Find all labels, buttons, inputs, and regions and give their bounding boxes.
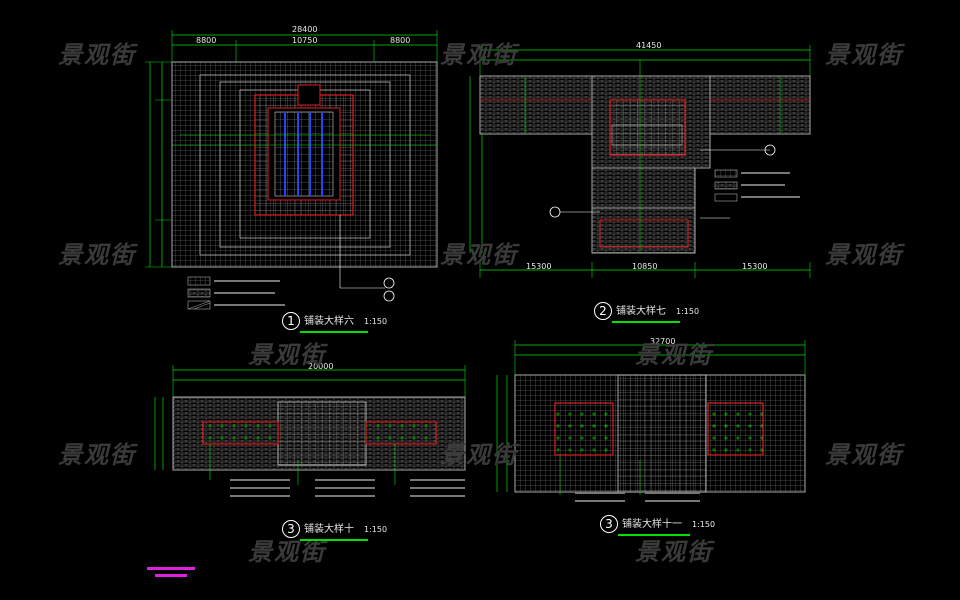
watermark: 景观街 (635, 341, 713, 369)
drawing-4-plan (496, 340, 806, 502)
title-underline (300, 331, 368, 333)
dim-label: 15300 (526, 262, 552, 271)
watermark: 景观街 (248, 341, 326, 369)
drawing-title-text: 铺装大样十一 (622, 519, 682, 530)
drawing-3-plan (154, 365, 466, 497)
title-underline (612, 321, 680, 323)
dim-label: 20000 (308, 362, 334, 371)
drawing-number-circle: 1 (282, 312, 300, 330)
drawing-title-2: 2 铺装大样七 1:150 (594, 302, 699, 320)
dim-label: 15300 (742, 262, 768, 271)
watermark: 景观街 (635, 538, 713, 566)
drawing-title-text: 铺装大样七 (616, 306, 666, 317)
dim-label: 41450 (636, 41, 662, 50)
drawing-title-text: 铺装大样十 (304, 524, 354, 535)
watermark: 景观街 (440, 41, 518, 69)
title-underline (618, 534, 690, 536)
drawing-title-text: 铺装大样六 (304, 316, 354, 327)
dim-label: 8800 (196, 36, 217, 45)
drawing-title-4: 3 铺装大样十一 1:150 (600, 515, 715, 533)
drawing-scale: 1:150 (364, 525, 388, 534)
drawing-2-plan (469, 45, 811, 278)
watermark: 景观街 (58, 41, 136, 69)
drawing-title-3: 3 铺装大样十 1:150 (282, 520, 387, 538)
watermark: 景观街 (825, 441, 903, 469)
watermark: 景观街 (440, 241, 518, 269)
drawing-scale: 1:150 (676, 307, 700, 316)
watermark: 景观街 (248, 538, 326, 566)
dim-label: 10850 (632, 262, 658, 271)
drawing-1-plan (145, 30, 438, 310)
title-underline (300, 539, 368, 541)
drawing-number-circle: 2 (594, 302, 612, 320)
drawing-scale: 1:150 (364, 317, 388, 326)
watermark: 景观街 (58, 241, 136, 269)
watermark: 景观街 (825, 41, 903, 69)
magenta-mark (155, 574, 187, 577)
dim-label: 28400 (292, 25, 318, 34)
watermark: 景观街 (825, 241, 903, 269)
dim-label: 32700 (650, 337, 676, 346)
magenta-mark (147, 567, 195, 570)
dim-label: 8800 (390, 36, 411, 45)
watermark: 景观街 (58, 441, 136, 469)
watermark: 景观街 (440, 441, 518, 469)
drawing-number-circle: 3 (282, 520, 300, 538)
dim-label: 10750 (292, 36, 318, 45)
drawing-number-circle: 3 (600, 515, 618, 533)
drawing-title-1: 1 铺装大样六 1:150 (282, 312, 387, 330)
drawing-scale: 1:150 (692, 520, 716, 529)
